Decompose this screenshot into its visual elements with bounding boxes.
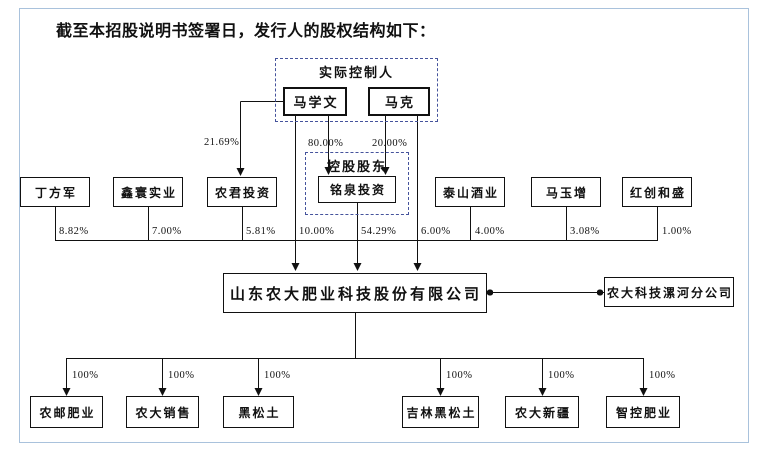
stake-label-1-00: 1.00% <box>662 226 692 237</box>
stake-label-20-00: 20.00% <box>372 138 408 149</box>
stake-label-10-00: 10.00% <box>299 226 335 237</box>
node-hongchuang-hesheng: 红创和盛 <box>622 177 692 207</box>
controlling-shareholder-group-box: 控股股东 <box>305 152 409 215</box>
node-ma-ke: 马克 <box>368 87 430 116</box>
subsidiary-stake-label-2: 100% <box>168 370 195 381</box>
subsidiary-stake-label-1: 100% <box>72 370 99 381</box>
node-ma-xuewen: 马学文 <box>283 87 347 116</box>
node-luohe-branch: 农大科技漯河分公司 <box>604 277 734 307</box>
node-heisongtu: 黑松土 <box>223 396 294 428</box>
actual-controller-group-box: 实际控制人 <box>275 58 438 122</box>
stake-label-8-82: 8.82% <box>59 226 89 237</box>
node-nongjun-investment: 农君投资 <box>207 177 277 207</box>
node-issuer-company: 山东农大肥业科技股份有限公司 <box>223 273 487 313</box>
node-nongyou-feiye: 农邮肥业 <box>30 396 103 428</box>
node-nongda-xinjiang: 农大新疆 <box>505 396 579 428</box>
node-xinhuan-industry: 鑫寰实业 <box>113 177 183 207</box>
diagram-title: 截至本招股说明书签署日，发行人的股权结构如下： <box>56 23 436 40</box>
subsidiary-stake-label-5: 100% <box>548 370 575 381</box>
node-jilin-heisongtu: 吉林黑松土 <box>402 396 479 428</box>
subsidiary-stake-label-4: 100% <box>446 370 473 381</box>
stake-label-7-00: 7.00% <box>152 226 182 237</box>
actual-controller-group-label: 实际控制人 <box>318 65 394 80</box>
node-ma-yuzeng: 马玉增 <box>531 177 601 207</box>
subsidiary-stake-label-6: 100% <box>649 370 676 381</box>
stake-label-4-00: 4.00% <box>475 226 505 237</box>
stake-label-5-81: 5.81% <box>246 226 276 237</box>
controlling-shareholder-group-label: 控股股东 <box>326 159 387 174</box>
node-taishan-liquor: 泰山酒业 <box>435 177 505 207</box>
node-nongda-sales: 农大销售 <box>126 396 199 428</box>
stake-label-6-00: 6.00% <box>421 226 451 237</box>
stake-label-54-29: 54.29% <box>361 226 397 237</box>
node-zhikong-feiye: 智控肥业 <box>606 396 680 428</box>
node-mingquan-investment: 铭泉投资 <box>318 176 396 203</box>
stake-label-21-69: 21.69% <box>204 137 240 148</box>
stake-label-3-08: 3.08% <box>570 226 600 237</box>
stake-label-80-00: 80.00% <box>308 138 344 149</box>
subsidiary-stake-label-3: 100% <box>264 370 291 381</box>
node-ding-fangjun: 丁方军 <box>20 177 90 207</box>
